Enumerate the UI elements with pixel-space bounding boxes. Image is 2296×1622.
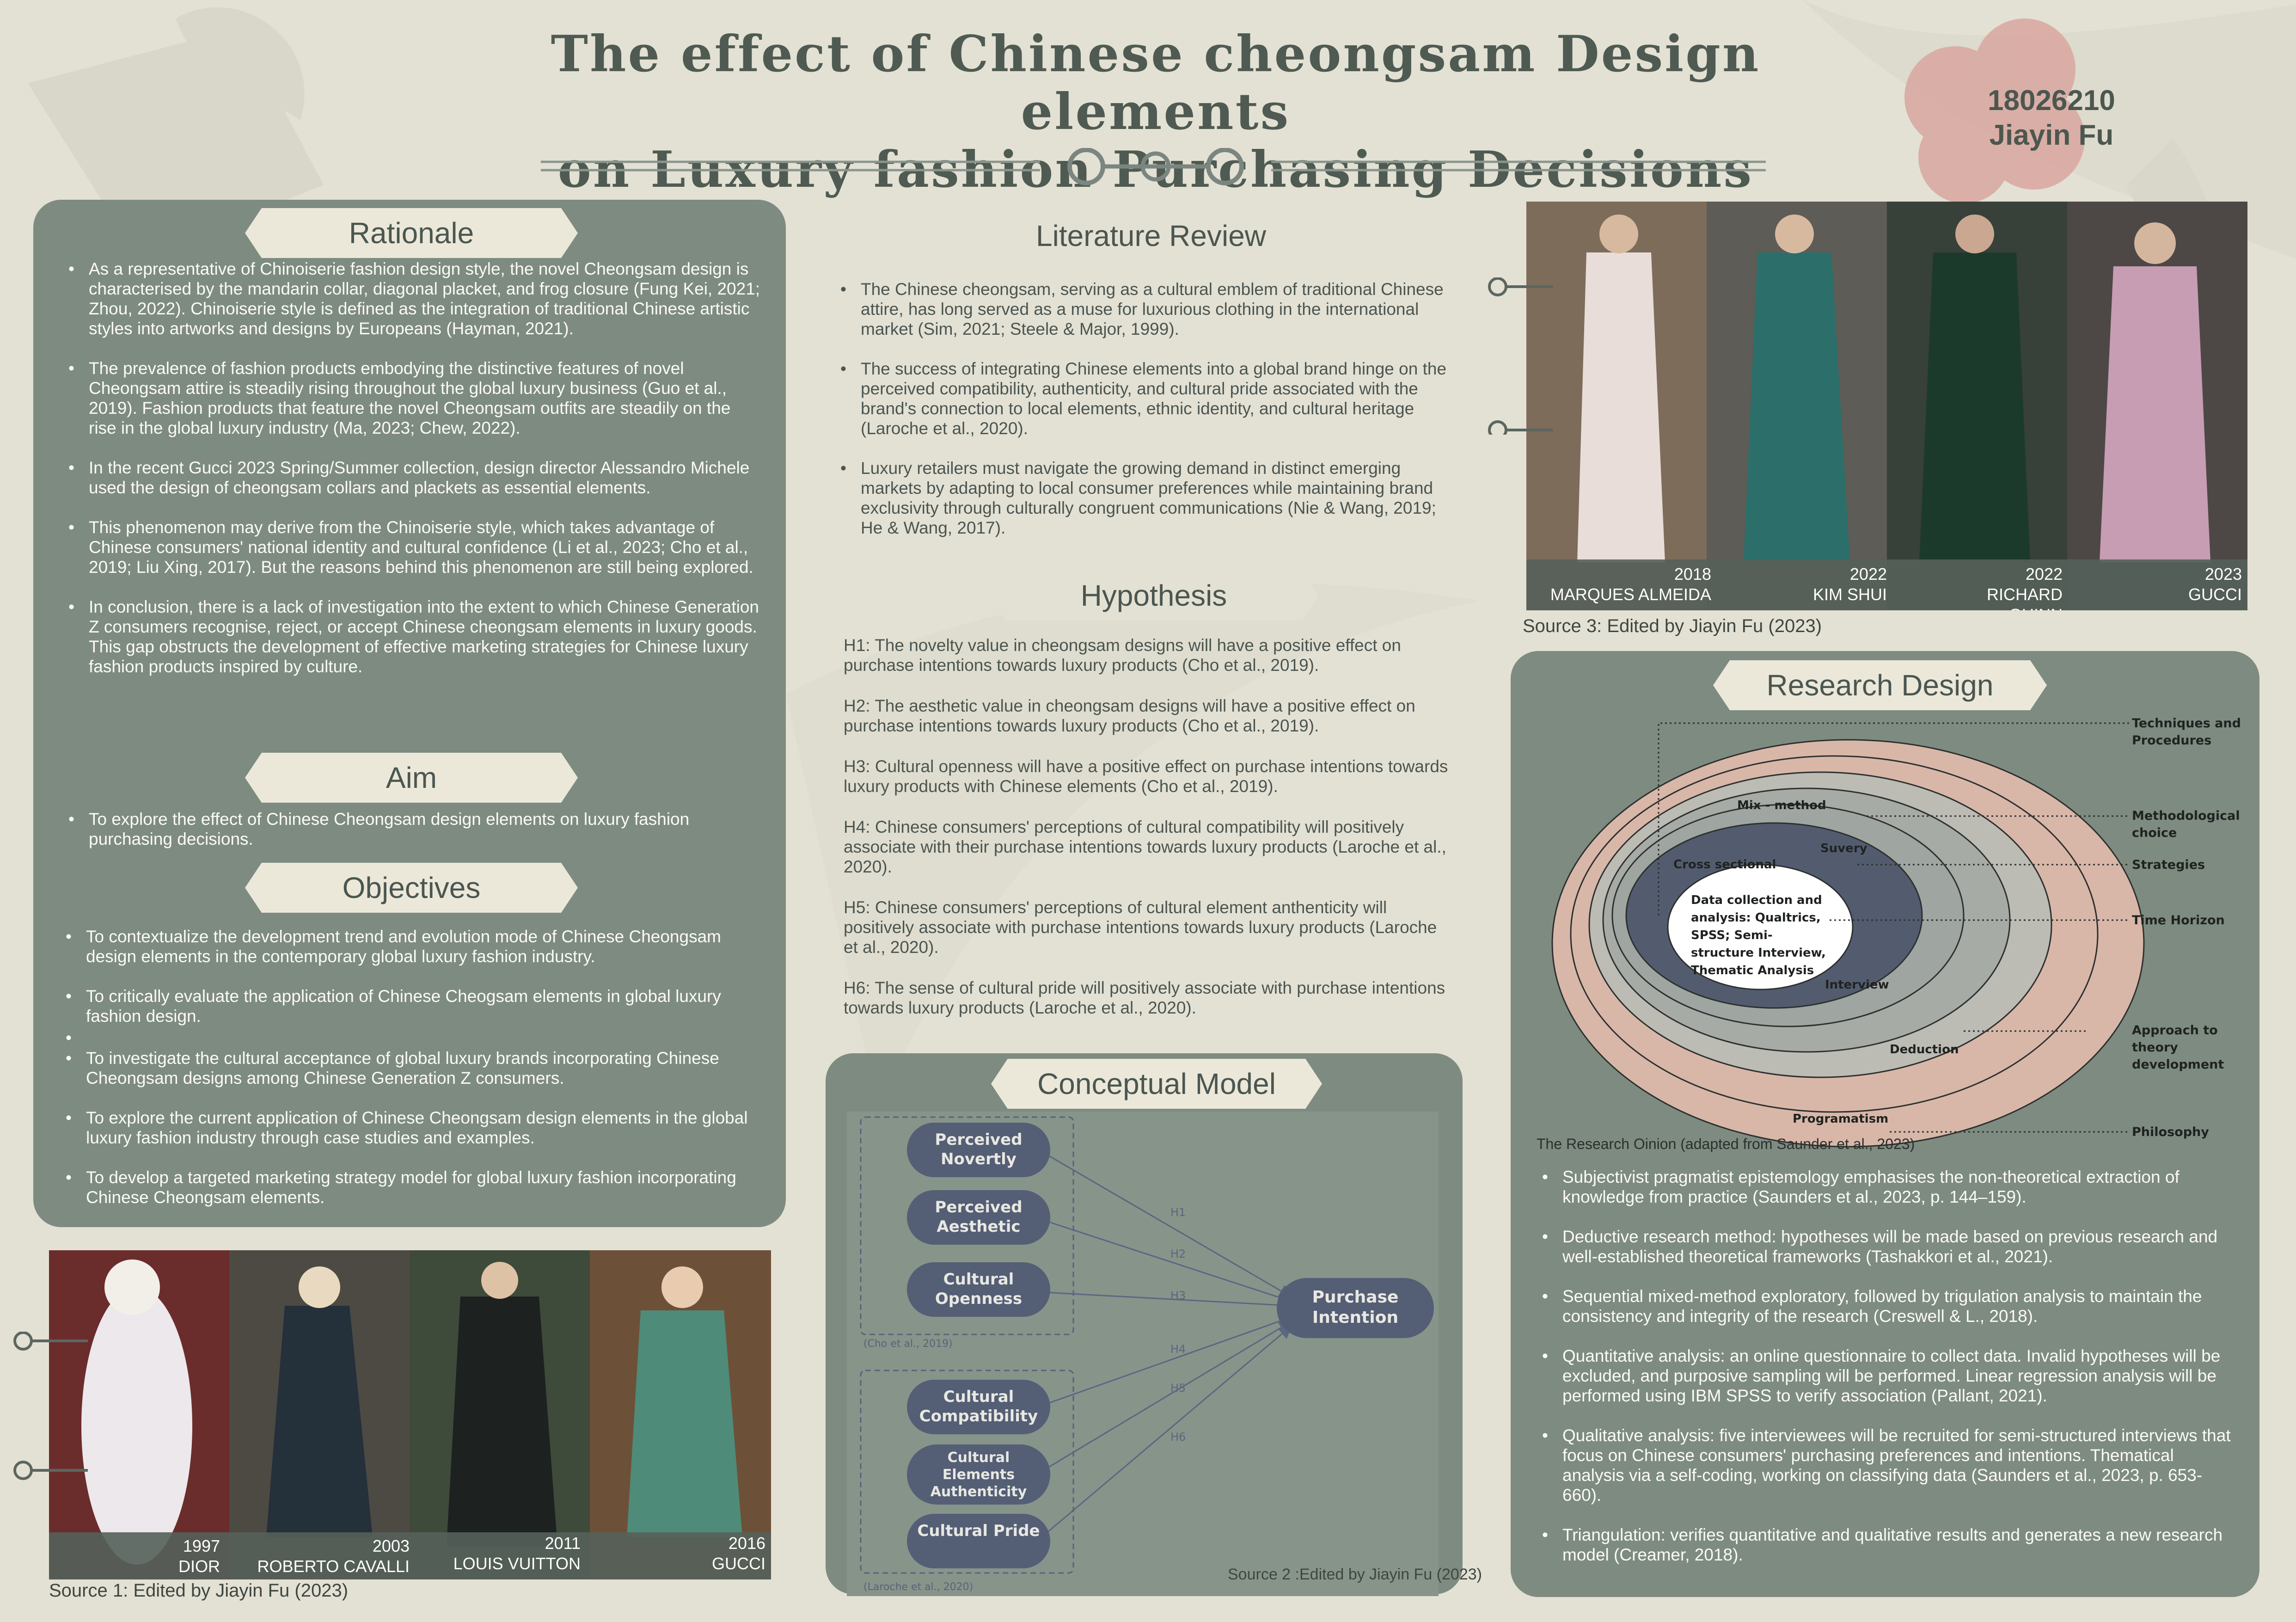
- node-cultural-compatibility: Cultural Compatibility: [907, 1380, 1050, 1434]
- literature-item: The Chinese cheongsam, serving as a cult…: [840, 279, 1455, 339]
- rationale-item: The prevalence of fashion products embod…: [68, 358, 762, 438]
- onion-side-label: Strategies: [2132, 858, 2205, 872]
- conceptual-model-diagram: Perceived Novertly Perceived Aesthetic C…: [847, 1112, 1439, 1596]
- rationale-heading: Rationale: [245, 208, 578, 258]
- group1-source: (Cho et al., 2019): [863, 1338, 953, 1350]
- author-block: 18026210 Jiayin Fu: [1988, 83, 2115, 153]
- aim-heading: Aim: [245, 753, 578, 803]
- node-cultural-pride: Cultural Pride: [907, 1514, 1050, 1568]
- ring-label: Cross sectional: [1673, 858, 1776, 872]
- rationale-list: As a representative of Chinoiserie fashi…: [68, 259, 762, 696]
- link-ornament: [1488, 277, 1553, 435]
- literature-item: Luxury retailers must navigate the growi…: [840, 458, 1455, 538]
- source3-caption: Source 3: Edited by Jiayin Fu (2023): [1523, 616, 1822, 636]
- poster-title: The effect of Chinese cheongsam Design e…: [551, 25, 1761, 199]
- hypothesis-item: H6: The sense of cultural pride will pos…: [844, 978, 1445, 1017]
- onion-caption: The Research Oinion (adapted from Saunde…: [1537, 1136, 1915, 1152]
- objective-item: To explore the current application of Ch…: [66, 1108, 764, 1148]
- node-perceived-aesthetic: Perceived Aesthetic: [907, 1190, 1050, 1245]
- literature-item: The success of integrating Chinese eleme…: [840, 359, 1455, 438]
- path-label: H3: [1170, 1289, 1186, 1302]
- aim-item: To explore the effect of Chinese Cheongs…: [68, 809, 762, 849]
- path-label: H5: [1170, 1382, 1186, 1395]
- path-label: H2: [1170, 1247, 1186, 1260]
- objective-item: [66, 1028, 764, 1048]
- node-cultural-openness: Cultural Openness: [907, 1262, 1050, 1317]
- model-arrows: [860, 1116, 1293, 1574]
- ring-label: Suvery: [1820, 842, 1867, 855]
- ring-label: Interview: [1825, 978, 1889, 992]
- onion-side-label: Methodological choice: [2132, 809, 2240, 840]
- rationale-item: In conclusion, there is a lack of invest…: [68, 597, 762, 676]
- conceptual-heading: Conceptual Model: [991, 1059, 1322, 1109]
- core-label: structure Interview,: [1691, 946, 1826, 960]
- research-item: Quantitative analysis: an online questio…: [1542, 1346, 2240, 1406]
- rationale-item: In the recent Gucci 2023 Spring/Summer c…: [68, 458, 762, 498]
- objective-item: To investigate the cultural acceptance o…: [66, 1048, 764, 1088]
- research-item: Qualitative analysis: five interviewees …: [1542, 1425, 2240, 1505]
- research-item: Triangulation: verifies quantitative and…: [1542, 1525, 2240, 1565]
- aim-list: To explore the effect of Chinese Cheongs…: [68, 809, 762, 869]
- link-ornament: [13, 1332, 88, 1480]
- author-name: Jiayin Fu: [1989, 119, 2114, 151]
- source2-caption: Source 2 :Edited by Jiayin Fu (2023): [1228, 1566, 1482, 1583]
- onion-side-label: Approach to theory development: [2132, 1023, 2224, 1072]
- title-ornament: [541, 148, 1766, 185]
- objectives-heading: Objectives: [245, 863, 578, 913]
- onion-side-label: Time Horizon: [2132, 913, 2225, 928]
- onion-side-label: Techniques and Procedures: [2132, 716, 2241, 748]
- path-label: H1: [1170, 1206, 1186, 1219]
- objectives-list: To contextualize the development trend a…: [66, 927, 764, 1227]
- path-label: H6: [1170, 1431, 1186, 1444]
- hypothesis-item: H5: Chinese consumers' perceptions of cu…: [844, 898, 1437, 957]
- student-id: 18026210: [1988, 85, 2115, 117]
- onion-rings: Mix - method Suvery Cross sectional Inte…: [1551, 722, 2145, 1148]
- hypothesis-item: H3: Cultural openness will have a positi…: [844, 757, 1448, 796]
- rationale-item: This phenomenon may derive from the Chin…: [68, 517, 762, 577]
- objective-item: To develop a targeted marketing strategy…: [66, 1167, 764, 1207]
- onion-side-label: Philosophy: [2132, 1125, 2209, 1139]
- core-label: analysis: Qualtrics,: [1691, 911, 1821, 925]
- hypothesis-heading: Hypothesis: [989, 571, 1318, 621]
- core-label: Data collection and: [1691, 893, 1822, 907]
- node-cultural-authenticity: Cultural Elements Authenticity: [907, 1444, 1050, 1505]
- path-label: H4: [1170, 1343, 1186, 1356]
- objective-item: To critically evaluate the application o…: [66, 986, 764, 1026]
- research-item: Deductive research method: hypotheses wi…: [1542, 1227, 2240, 1266]
- research-onion: Mix - method Suvery Cross sectional Inte…: [1534, 712, 2255, 1156]
- hypothesis-item: H1: The novelty value in cheongsam desig…: [844, 636, 1401, 675]
- core-label: Thematic Analysis: [1691, 964, 1814, 977]
- group2-source: (Laroche et al., 2020): [863, 1581, 974, 1593]
- literature-heading: Literature Review: [986, 211, 1316, 261]
- hypothesis-item: H2: The aesthetic value in cheongsam des…: [844, 696, 1415, 735]
- ring-label: Programatism: [1793, 1112, 1888, 1126]
- rationale-item: As a representative of Chinoiserie fashi…: [68, 259, 762, 338]
- cloud-emblem: [1904, 18, 2085, 203]
- ring-label: Deduction: [1890, 1043, 1959, 1057]
- research-item: Sequential mixed-method exploratory, fol…: [1542, 1286, 2240, 1326]
- research-item: Subjectivist pragmatist epistemology emp…: [1542, 1167, 2240, 1207]
- hypothesis-list: H1: The novelty value in cheongsam desig…: [844, 635, 1454, 1038]
- ring-label: Mix - method: [1737, 799, 1826, 812]
- hypothesis-item: H4: Chinese consumers' perceptions of cu…: [844, 817, 1446, 876]
- research-list: Subjectivist pragmatist epistemology emp…: [1542, 1167, 2240, 1585]
- literature-list: The Chinese cheongsam, serving as a cult…: [840, 279, 1455, 558]
- node-purchase-intention: Purchase Intention: [1277, 1278, 1434, 1338]
- research-heading: Research Design: [1713, 660, 2047, 710]
- node-perceived-novelty: Perceived Novertly: [907, 1123, 1050, 1177]
- core-label: SPSS; Semi-: [1691, 928, 1773, 942]
- source1-caption: Source 1: Edited by Jiayin Fu (2023): [49, 1580, 349, 1601]
- objective-item: To contextualize the development trend a…: [66, 927, 764, 966]
